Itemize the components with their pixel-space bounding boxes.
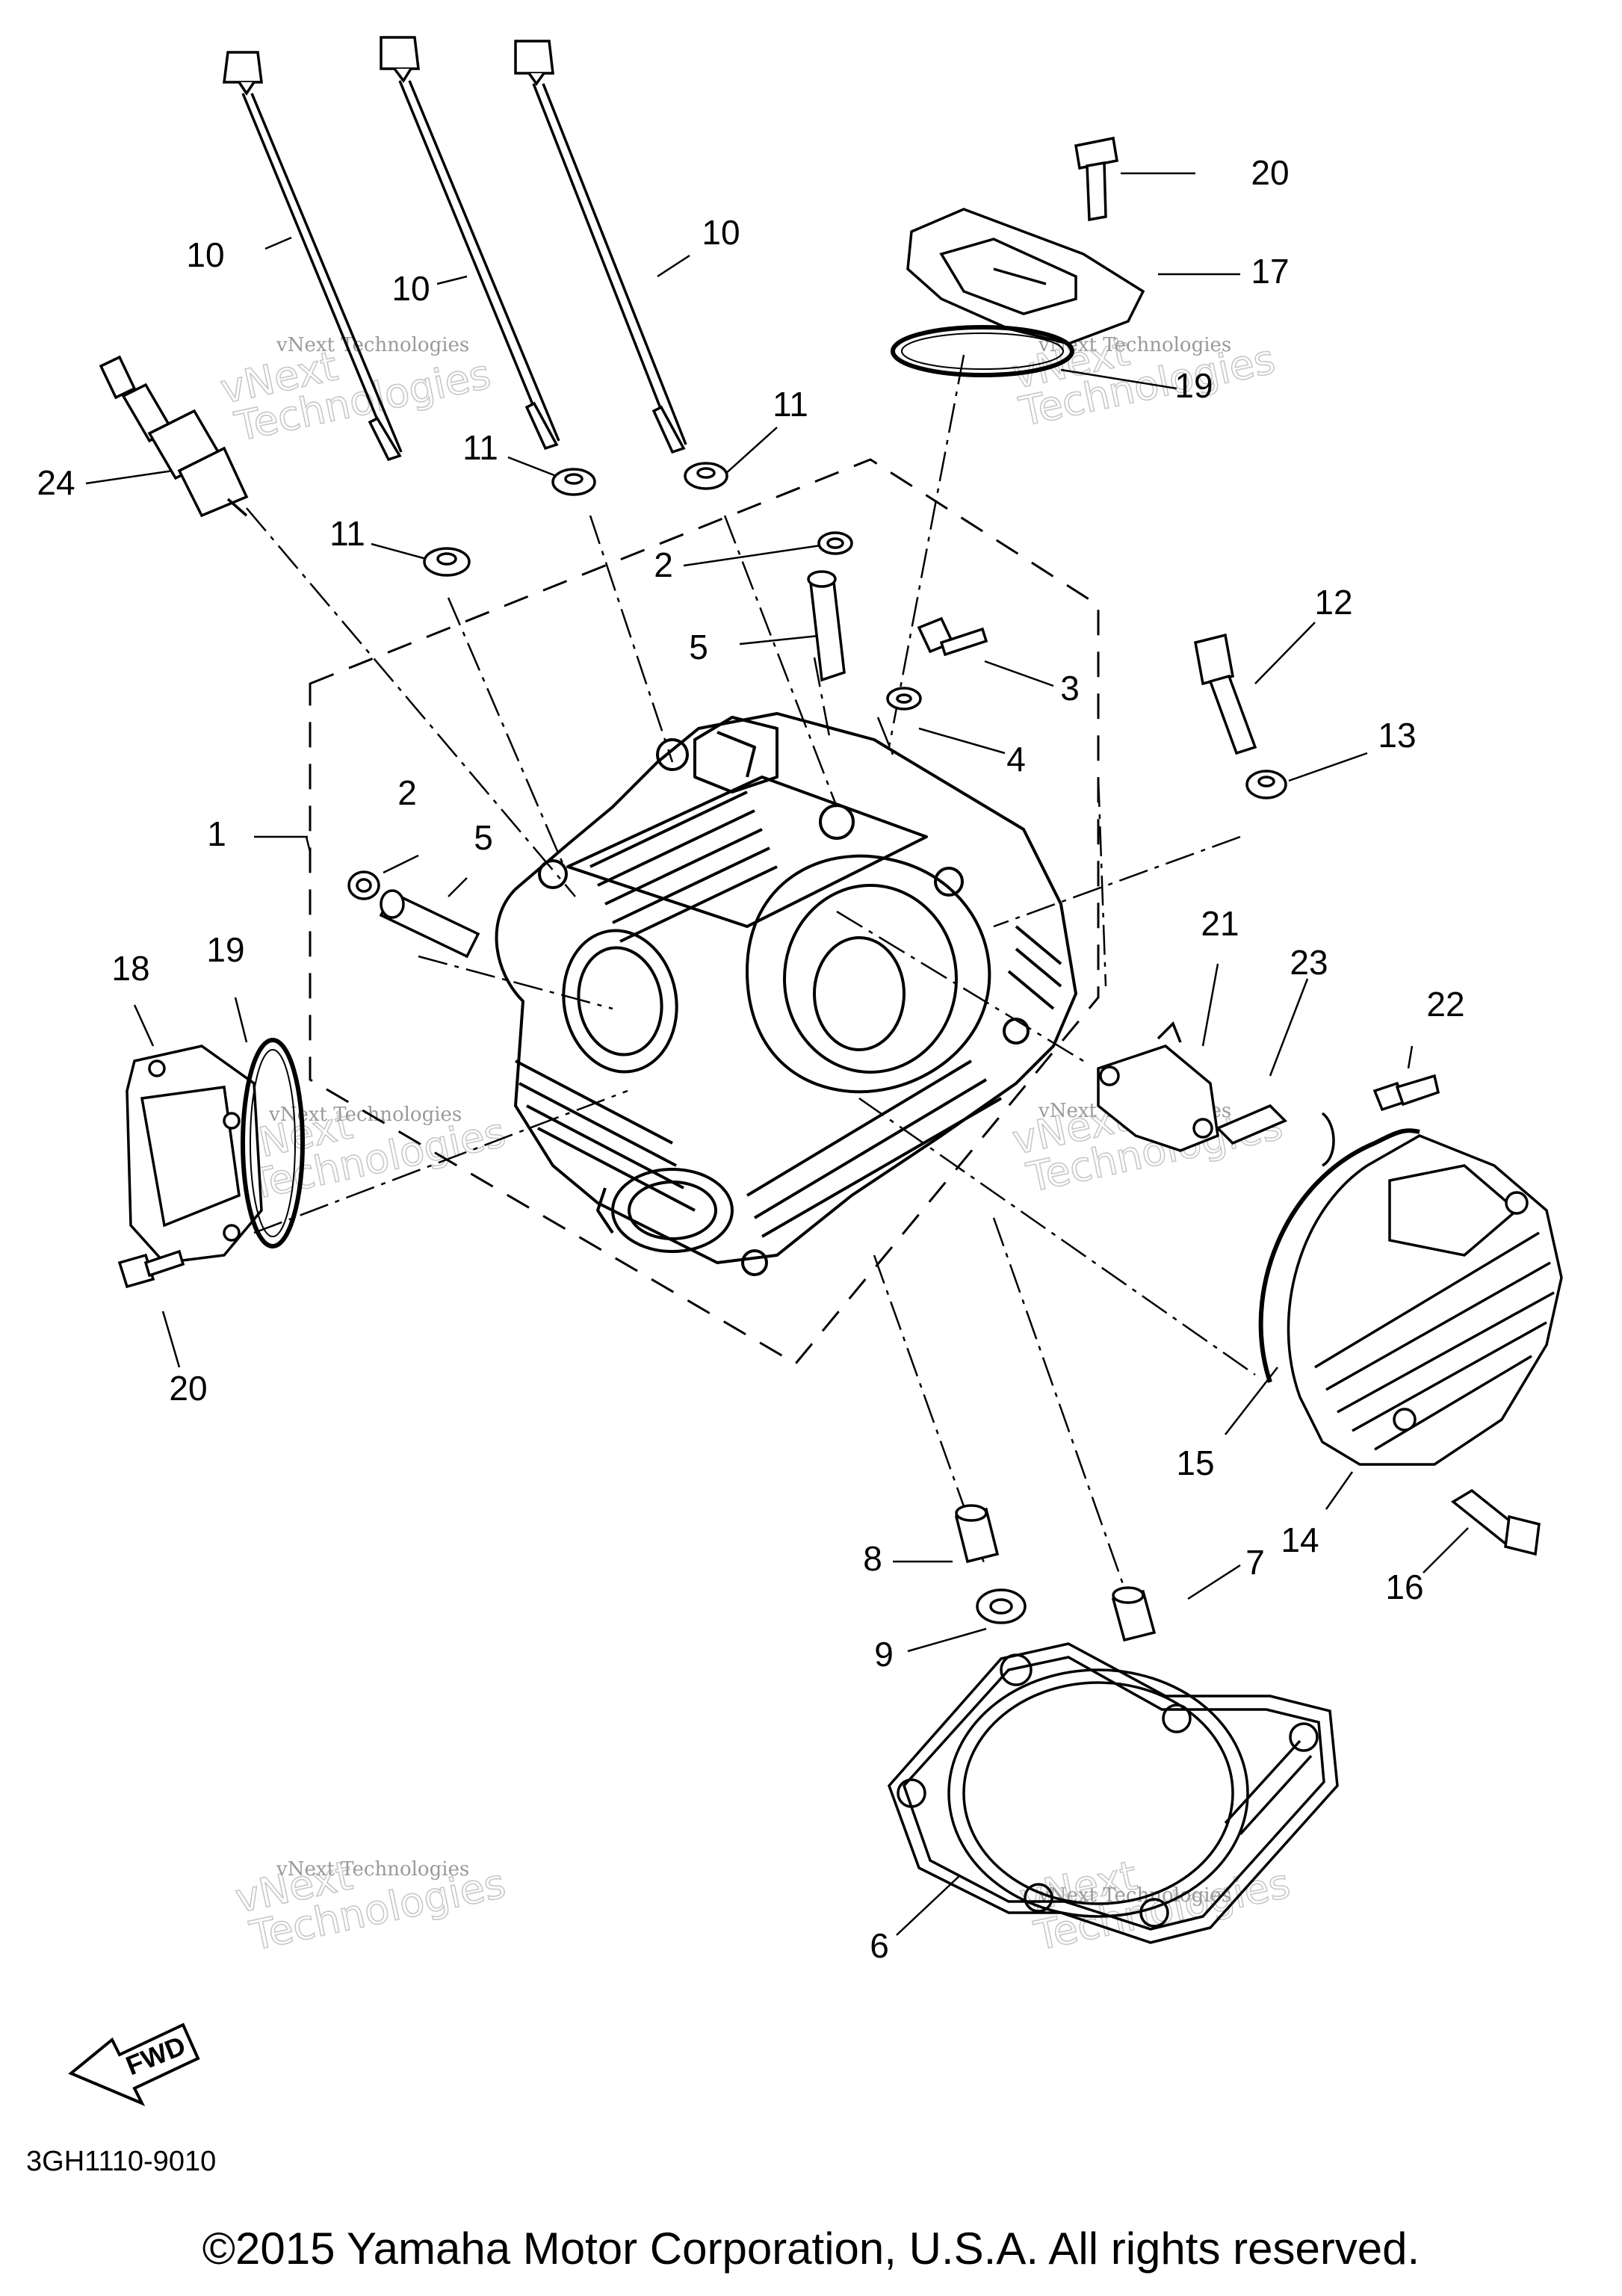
gasket-23 xyxy=(1215,1104,1335,1167)
dowel-pins xyxy=(954,1504,1157,1642)
bolt-3-washer-4 xyxy=(886,616,988,711)
callout-22[interactable]: 22 xyxy=(1426,985,1464,1024)
screw-left xyxy=(117,1249,185,1289)
callout-9[interactable]: 9 xyxy=(874,1635,894,1674)
bracket-21 xyxy=(1097,1021,1219,1152)
watermark-3: vNext Technologies vNext Technologies xyxy=(231,1100,510,1209)
valve-guides xyxy=(347,531,853,959)
cylinder-head-gasket xyxy=(888,1642,1339,1944)
head-side-cover xyxy=(1258,1128,1563,1556)
callout-13[interactable]: 13 xyxy=(1378,716,1416,755)
watermark-5: vNext Technologies vNext Technologies xyxy=(231,1851,510,1960)
fwd-arrow: FWD xyxy=(68,2023,200,2106)
callout-18[interactable]: 18 xyxy=(111,949,149,988)
callout-6[interactable]: 6 xyxy=(870,1926,889,1965)
valve-guide-top xyxy=(807,570,846,682)
dowel-8 xyxy=(954,1504,1000,1564)
copyright-notice: ©2015 Yamaha Motor Corporation, U.S.A. A… xyxy=(202,2224,1420,2274)
dowel-7 xyxy=(1111,1586,1157,1642)
callout-5-top[interactable]: 5 xyxy=(689,628,708,666)
stud-bolt-right xyxy=(514,40,687,454)
callout-7[interactable]: 7 xyxy=(1245,1543,1265,1582)
stud-bolts xyxy=(223,36,687,462)
callout-21[interactable]: 21 xyxy=(1201,904,1239,943)
callout-17[interactable]: 17 xyxy=(1251,252,1289,291)
callout-20-left[interactable]: 20 xyxy=(169,1369,207,1408)
breather-bracket xyxy=(1097,1021,1440,1167)
watermark-1: vNext Technologies vNext Technologies xyxy=(216,334,495,451)
cylinder-head xyxy=(495,712,1077,1276)
cover-14 xyxy=(1287,1134,1563,1466)
watermark-2: vNext Technologies vNext Technologies xyxy=(1008,327,1280,436)
clip-left xyxy=(347,870,380,900)
clip-top xyxy=(817,531,853,555)
bolt-12-washer-13 xyxy=(1193,633,1287,799)
callout-19-left[interactable]: 19 xyxy=(206,930,244,969)
o-ring-top xyxy=(891,325,1074,377)
svg-text:vNext Technologies: vNext Technologies xyxy=(276,1858,469,1881)
washer-left xyxy=(423,547,471,577)
screw-top xyxy=(1074,136,1119,222)
svg-text:vNext Technologies: vNext Technologies xyxy=(276,334,469,356)
callout-labels: 1 2 2 3 4 5 5 6 7 8 9 10 10 10 11 11 11 … xyxy=(37,153,1464,1965)
callout-4[interactable]: 4 xyxy=(1006,740,1026,779)
stud-bolt-left xyxy=(223,51,403,462)
callout-11-middle[interactable]: 11 xyxy=(462,428,498,467)
callout-20-top[interactable]: 20 xyxy=(1251,153,1289,192)
o-ring-left xyxy=(241,1038,305,1248)
svg-text:vNext Technologies: vNext Technologies xyxy=(268,1104,462,1126)
assembly-boundary-dashed xyxy=(309,458,1100,1365)
valve-guide-left xyxy=(379,889,480,959)
callout-23[interactable]: 23 xyxy=(1290,943,1328,982)
callout-11-right[interactable]: 11 xyxy=(773,385,808,424)
cap-17 xyxy=(906,208,1145,345)
spark-plug xyxy=(99,355,249,518)
washer-middle xyxy=(551,468,596,496)
callout-2-top[interactable]: 2 xyxy=(654,545,673,584)
callout-2-left[interactable]: 2 xyxy=(397,773,417,812)
o-ring-9 xyxy=(976,1588,1027,1624)
watermarks: vNext Technologies vNext Technologies vN… xyxy=(216,327,1295,1960)
callout-14[interactable]: 14 xyxy=(1281,1520,1319,1559)
callout-3[interactable]: 3 xyxy=(1060,669,1080,708)
callout-8[interactable]: 8 xyxy=(863,1539,882,1578)
washers xyxy=(423,462,728,577)
callout-19-top[interactable]: 19 xyxy=(1174,366,1213,405)
washer-right xyxy=(684,462,728,490)
cap-18 xyxy=(126,1045,263,1264)
tappet-cover-left xyxy=(117,1038,305,1289)
callout-5-left[interactable]: 5 xyxy=(474,818,493,857)
callout-11-left[interactable]: 11 xyxy=(329,514,365,553)
watermark-6: vNext Technologies vNext Technologies xyxy=(1015,1851,1295,1960)
callout-10-right[interactable]: 10 xyxy=(702,213,740,252)
bolt-22 xyxy=(1372,1074,1440,1112)
diagram-part-number: 3GH1110-9010 xyxy=(26,2146,216,2177)
callout-10-left[interactable]: 10 xyxy=(186,235,224,274)
callout-12[interactable]: 12 xyxy=(1314,583,1352,622)
callout-24[interactable]: 24 xyxy=(37,463,75,502)
callout-1[interactable]: 1 xyxy=(207,814,226,853)
callout-15[interactable]: 15 xyxy=(1176,1443,1214,1482)
tappet-cover-top xyxy=(891,136,1145,377)
callout-10-middle[interactable]: 10 xyxy=(391,269,430,308)
leader-lines xyxy=(85,172,1469,1936)
bolt-16 xyxy=(1450,1488,1541,1556)
callout-16[interactable]: 16 xyxy=(1385,1568,1423,1606)
stud-bolt-middle xyxy=(380,36,560,451)
